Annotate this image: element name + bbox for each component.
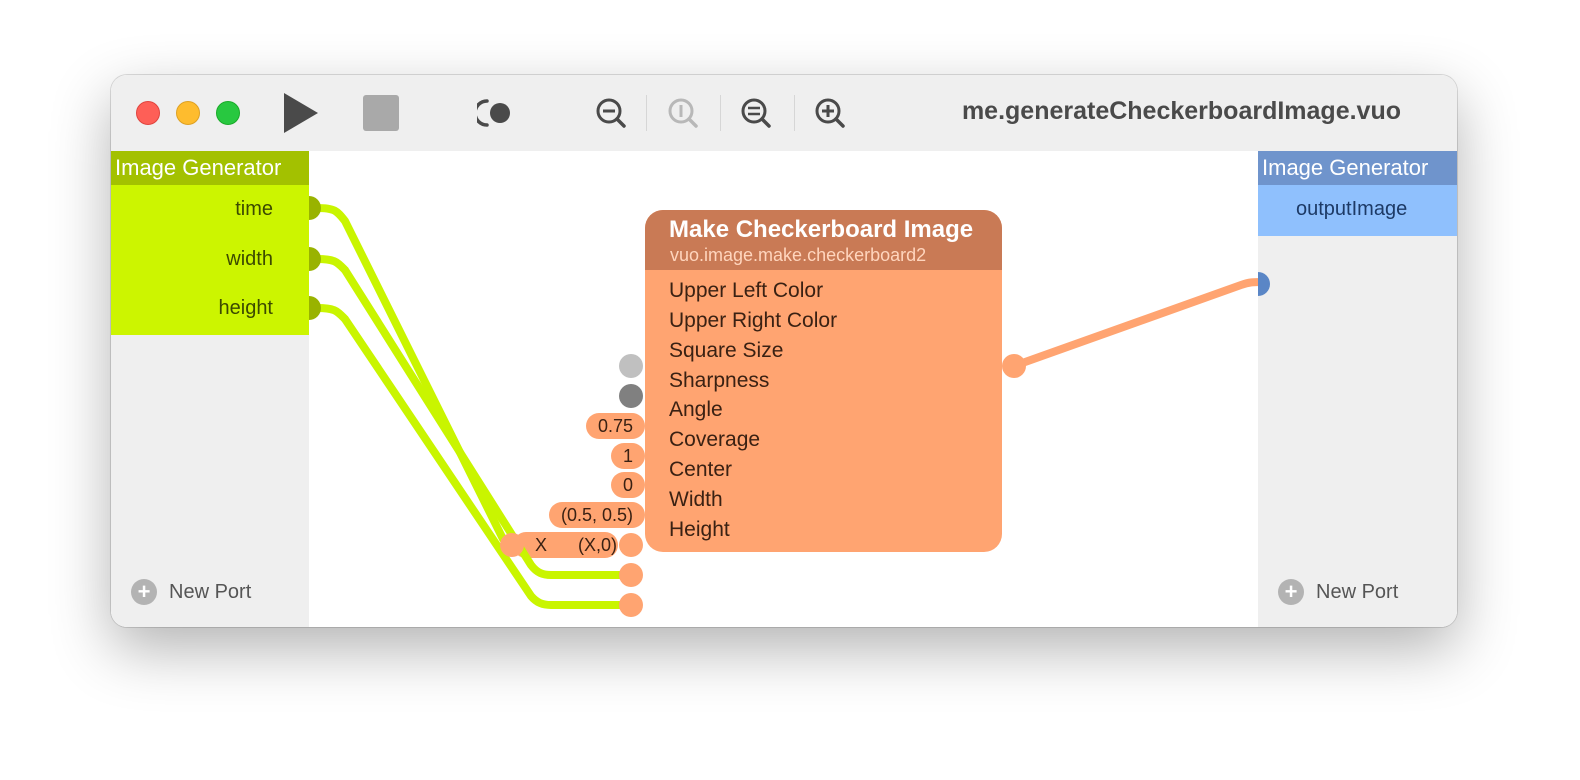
port-output-image-dot[interactable] — [1002, 354, 1026, 378]
type-converter-center[interactable]: X — [513, 532, 618, 558]
composition-canvas[interactable]: Image Generator time width height + New … — [111, 151, 1457, 627]
composition-window: me.generateCheckerboardImage.vuo Image G… — [111, 75, 1457, 627]
toolbar-separator — [720, 95, 721, 131]
new-output-port-button[interactable]: + New Port — [1278, 579, 1398, 605]
published-port-outputimage[interactable]: outputImage — [1296, 198, 1408, 220]
constant-center[interactable]: (X,0) — [577, 535, 617, 555]
published-port-height[interactable]: height — [218, 297, 274, 319]
port-height-dot[interactable] — [619, 593, 643, 617]
published-port-time[interactable]: time — [235, 198, 273, 220]
zoom-to-fit-icon — [741, 98, 771, 128]
cable-height-to-height[interactable] — [313, 304, 635, 609]
input-label-square-size: Square Size — [669, 339, 784, 362]
cable-width-to-width[interactable] — [313, 255, 635, 579]
constant-square-size[interactable]: 0.75 — [585, 413, 645, 439]
run-button[interactable] — [281, 93, 321, 133]
published-input-ports-panel: Image Generator time width height + New … — [111, 151, 309, 627]
input-label-angle: Angle — [669, 398, 723, 421]
input-label-center: Center — [669, 458, 733, 481]
zoom-actual-size-button[interactable] — [663, 93, 703, 133]
port-width-dot[interactable] — [619, 563, 643, 587]
title-bar: me.generateCheckerboardImage.vuo — [111, 75, 1457, 152]
toolbar-separator — [794, 95, 795, 131]
published-port-outputimage-dot[interactable] — [1258, 272, 1270, 296]
node-header[interactable]: Make Checkerboard Image vuo.image.make.c… — [645, 210, 1002, 270]
input-label-upper-left-color: Upper Left Color — [669, 279, 824, 302]
published-port-width[interactable]: width — [226, 248, 273, 270]
plus-icon: + — [131, 579, 157, 605]
cable-outputimage-to-published[interactable] — [1010, 278, 1269, 370]
port-center-dot[interactable] — [619, 533, 643, 557]
zoom-out-button[interactable] — [591, 93, 631, 133]
toolbar-separator — [646, 95, 647, 131]
published-outputs-body — [1258, 185, 1457, 236]
port-upper-right-color-swatch[interactable] — [619, 384, 643, 408]
input-label-height: Height — [669, 518, 730, 541]
stop-icon — [363, 95, 399, 131]
constant-coverage[interactable]: (0.5, 0.5) — [548, 502, 645, 528]
zoom-window-button[interactable] — [216, 101, 240, 125]
minimize-window-button[interactable] — [176, 101, 200, 125]
cables-layer — [309, 196, 1270, 617]
constant-angle[interactable]: 0 — [610, 472, 645, 498]
show-events-icon — [477, 99, 510, 127]
input-label-sharpness: Sharpness — [669, 369, 770, 392]
new-output-port-label: New Port — [1316, 580, 1399, 603]
zoom-in-icon — [815, 98, 845, 128]
make-checkerboard-image-node[interactable]: Make Checkerboard Image vuo.image.make.c… — [645, 210, 1002, 552]
close-window-button[interactable] — [136, 101, 160, 125]
type-converter-label: X — [535, 535, 548, 555]
node-class-name: vuo.image.make.checkerboard2 — [670, 245, 927, 265]
play-icon — [284, 93, 318, 133]
zoom-actual-size-icon — [668, 98, 698, 128]
new-input-port-button[interactable]: + New Port — [131, 579, 251, 605]
new-input-port-label: New Port — [169, 580, 252, 603]
input-label-width: Width — [669, 488, 723, 511]
window-title: me.generateCheckerboardImage.vuo — [961, 97, 1401, 125]
stop-button[interactable] — [361, 93, 401, 133]
port-upper-left-color-swatch[interactable] — [619, 354, 643, 378]
published-inputs-title: Image Generator — [111, 151, 309, 185]
input-label-upper-right-color: Upper Right Color — [669, 309, 838, 332]
zoom-out-icon — [596, 98, 626, 128]
published-outputs-title: Image Generator — [1258, 151, 1457, 185]
published-port-height-dot[interactable] — [309, 296, 321, 320]
zoom-to-fit-button[interactable] — [736, 93, 776, 133]
published-port-width-dot[interactable] — [309, 247, 321, 271]
input-label-coverage: Coverage — [669, 428, 761, 451]
constant-sharpness[interactable]: 1 — [610, 443, 645, 469]
published-port-time-dot[interactable] — [309, 196, 321, 220]
show-events-button[interactable] — [477, 93, 517, 133]
zoom-in-button[interactable] — [810, 93, 850, 133]
published-inputs-body — [111, 185, 309, 335]
published-output-ports-panel: Image Generator outputImage + New Port — [1258, 151, 1457, 627]
type-converter-input-dot[interactable] — [500, 533, 524, 557]
node-title: Make Checkerboard Image — [669, 216, 974, 243]
plus-icon: + — [1278, 579, 1304, 605]
